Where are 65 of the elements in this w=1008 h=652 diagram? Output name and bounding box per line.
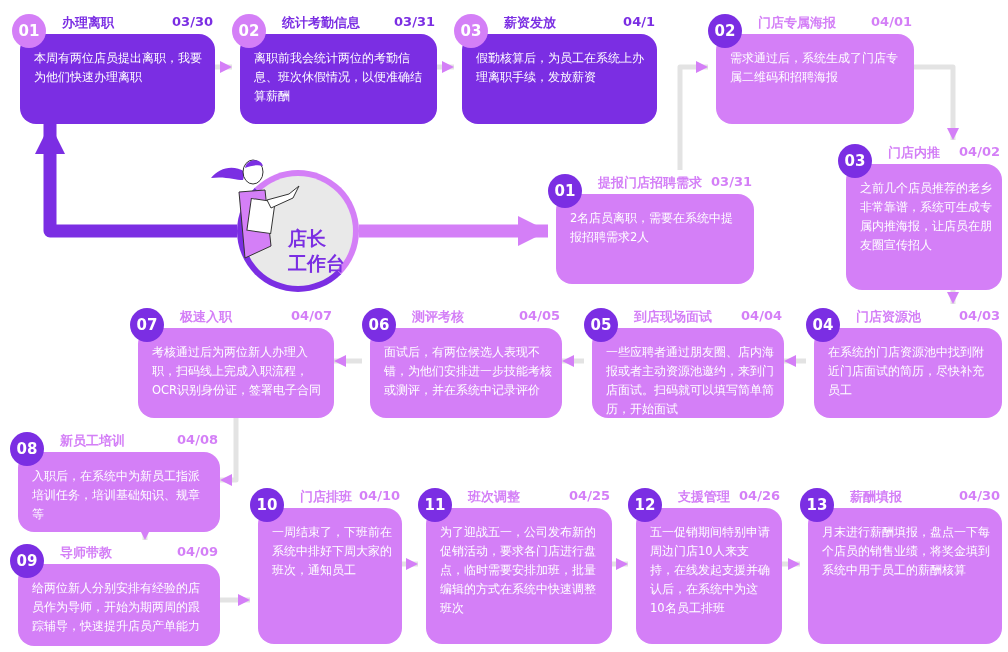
step-number: 05 <box>584 308 618 342</box>
arrow <box>402 558 418 570</box>
arrow <box>562 355 584 367</box>
step-title: 办理离职 <box>62 14 114 32</box>
arrow <box>947 290 959 304</box>
arrow <box>437 61 454 73</box>
arrow <box>782 558 800 570</box>
step-title: 导师带教 <box>60 544 112 562</box>
step-title: 薪资发放 <box>504 14 556 32</box>
step-date: 04/07 <box>291 308 332 323</box>
arrow <box>220 594 250 606</box>
step-number: 02 <box>708 14 742 48</box>
step-number: 11 <box>418 488 452 522</box>
step-number: 07 <box>130 308 164 342</box>
arrow <box>784 355 806 367</box>
step-date: 04/08 <box>177 432 218 447</box>
arrow <box>612 558 628 570</box>
step-number: 13 <box>800 488 834 522</box>
step-number: 06 <box>362 308 396 342</box>
step-title: 测评考核 <box>412 308 464 326</box>
arrow <box>914 64 959 140</box>
arrow <box>35 124 237 238</box>
step-title: 门店内推 <box>888 144 940 162</box>
step-number: 08 <box>10 432 44 466</box>
hub-label: 工作台 <box>287 251 345 276</box>
step-title: 统计考勤信息 <box>282 14 360 32</box>
step-date: 03/31 <box>394 14 435 29</box>
step-date: 04/01 <box>871 14 912 29</box>
step-title: 到店现场面试 <box>634 308 712 326</box>
step-date: 04/10 <box>359 488 400 503</box>
step-date: 03/30 <box>172 14 213 29</box>
step-title: 门店资源池 <box>856 308 921 326</box>
step-date: 04/25 <box>569 488 610 503</box>
step-date: 04/03 <box>959 308 1000 323</box>
step-date: 04/04 <box>741 308 782 323</box>
arrow <box>334 355 362 367</box>
step-number: 03 <box>454 14 488 48</box>
step-number: 09 <box>10 544 44 578</box>
step-date: 04/02 <box>959 144 1000 159</box>
step-date: 04/05 <box>519 308 560 323</box>
step-title: 提报门店招聘需求 <box>598 174 702 192</box>
step-number: 01 <box>12 14 46 48</box>
arrow <box>359 216 548 246</box>
arrow <box>215 61 232 73</box>
arrow <box>220 418 239 486</box>
step-title: 支援管理 <box>678 488 730 506</box>
step-number: 03 <box>838 144 872 178</box>
step-title: 极速入职 <box>180 308 232 326</box>
step-number: 12 <box>628 488 662 522</box>
step-number: 01 <box>548 174 582 208</box>
step-date: 03/31 <box>711 174 752 189</box>
arrow <box>677 61 708 170</box>
step-number: 02 <box>232 14 266 48</box>
step-date: 04/30 <box>959 488 1000 503</box>
step-title: 薪酬填报 <box>850 488 902 506</box>
step-title: 门店排班 <box>300 488 352 506</box>
step-title: 门店专属海报 <box>758 14 836 32</box>
step-title: 新员工培训 <box>60 432 125 450</box>
step-date: 04/09 <box>177 544 218 559</box>
hub-label: 店长 <box>287 226 327 251</box>
step-number: 10 <box>250 488 284 522</box>
step-number: 04 <box>806 308 840 342</box>
step-date: 04/1 <box>623 14 655 29</box>
step-date: 04/26 <box>739 488 780 503</box>
step-title: 班次调整 <box>468 488 520 506</box>
